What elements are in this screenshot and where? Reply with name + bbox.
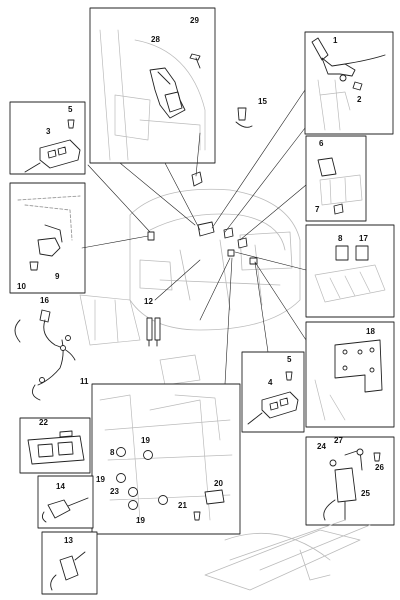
callout-19b: 19 [96, 475, 105, 484]
callout-26: 26 [375, 463, 384, 472]
panel-bracket-18 [305, 321, 395, 428]
callout-22: 22 [39, 418, 48, 427]
steering-column [204, 519, 371, 591]
panel-sensor-13 [41, 531, 98, 595]
leader-lines [81, 89, 307, 385]
callout-13: 13 [64, 536, 73, 545]
panel-switch-4 [241, 351, 305, 433]
callout-21: 21 [178, 501, 187, 510]
callout-29: 29 [190, 16, 199, 25]
callout-5a: 5 [68, 105, 73, 114]
callout-27: 27 [334, 436, 343, 445]
callout-20: 20 [214, 479, 223, 488]
panel-switch-22 [19, 417, 91, 474]
panel-relays [305, 224, 395, 318]
callout-1: 1 [333, 36, 338, 45]
central-parts [147, 107, 258, 265]
harness-left [14, 294, 141, 401]
panel-switch-14 [37, 475, 94, 529]
callout-17: 17 [359, 234, 368, 243]
dashboard-outline [129, 188, 301, 331]
panel-relay-box [305, 135, 367, 222]
panel-sensor-25 [305, 436, 395, 526]
callout-25: 25 [361, 489, 370, 498]
callout-4: 4 [268, 378, 273, 387]
callout-18: 18 [366, 327, 375, 336]
panel-lower-center [91, 383, 241, 535]
callout-23: 23 [110, 487, 119, 496]
panel-top-center [89, 7, 216, 164]
callout-8a: 8 [338, 234, 343, 243]
panel-top-right [304, 31, 394, 135]
callout-19c: 19 [136, 516, 145, 525]
callout-28: 28 [151, 35, 160, 44]
callout-8b: 8 [110, 448, 115, 457]
panel-left-switch [9, 101, 86, 175]
callout-5b: 5 [287, 355, 292, 364]
callout-11: 11 [80, 377, 89, 386]
callout-12: 12 [144, 297, 153, 306]
callout-24: 24 [317, 442, 326, 451]
callout-2: 2 [357, 95, 362, 104]
panel-left-bracket [9, 182, 86, 294]
callout-15: 15 [258, 97, 267, 106]
callout-7: 7 [315, 205, 320, 214]
callout-6: 6 [319, 139, 324, 148]
callout-10: 10 [17, 282, 26, 291]
connectors-12 [146, 317, 201, 386]
callout-14: 14 [56, 482, 65, 491]
callout-19a: 19 [141, 436, 150, 445]
callout-16: 16 [40, 296, 49, 305]
callout-3: 3 [46, 127, 51, 136]
callout-9: 9 [55, 272, 60, 281]
